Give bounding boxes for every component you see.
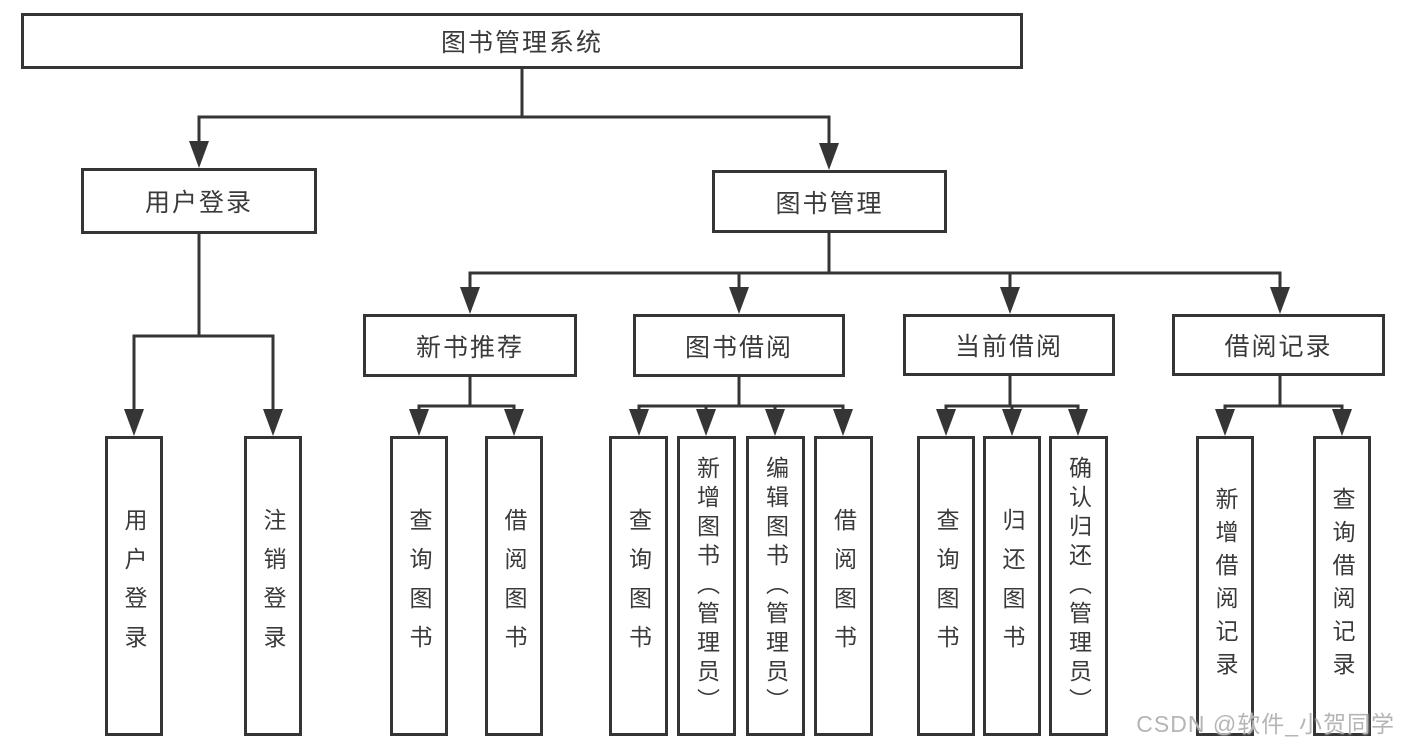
leaf-confirm-return-admin: 确认归还（管理员） [1049, 436, 1108, 736]
node-book-borrow: 图书借阅 [633, 314, 845, 377]
leaf-return-books: 归还图书 [983, 436, 1041, 736]
leaf-borrow-books: 借阅图书 [814, 436, 873, 736]
leaf-edit-books-admin: 编辑图书（管理员） [746, 436, 805, 736]
leaf-add-books-admin: 新增图书（管理员） [677, 436, 736, 736]
leaf-current-query-books: 查询图书 [917, 436, 975, 736]
node-book-management: 图书管理 [712, 170, 947, 233]
leaf-add-borrow-record: 新增借阅记录 [1196, 436, 1254, 736]
arrowheads [124, 141, 1352, 436]
node-borrow-records: 借阅记录 [1172, 314, 1385, 376]
node-new-book-recommend: 新书推荐 [363, 314, 577, 377]
leaf-borrow-query-books: 查询图书 [609, 436, 668, 736]
csdn-watermark: CSDN @软件_小贺同学 [1136, 711, 1395, 737]
leaf-user-login: 用户登录 [105, 436, 163, 736]
node-root: 图书管理系统 [21, 13, 1023, 69]
leaf-query-borrow-record: 查询借阅记录 [1313, 436, 1371, 736]
leaf-logout: 注销登录 [244, 436, 302, 736]
node-user-login-module: 用户登录 [81, 168, 317, 234]
leaf-newbook-query-books: 查询图书 [390, 436, 448, 736]
leaf-newbook-borrow-books: 借阅图书 [485, 436, 543, 736]
node-current-borrow: 当前借阅 [903, 314, 1115, 376]
